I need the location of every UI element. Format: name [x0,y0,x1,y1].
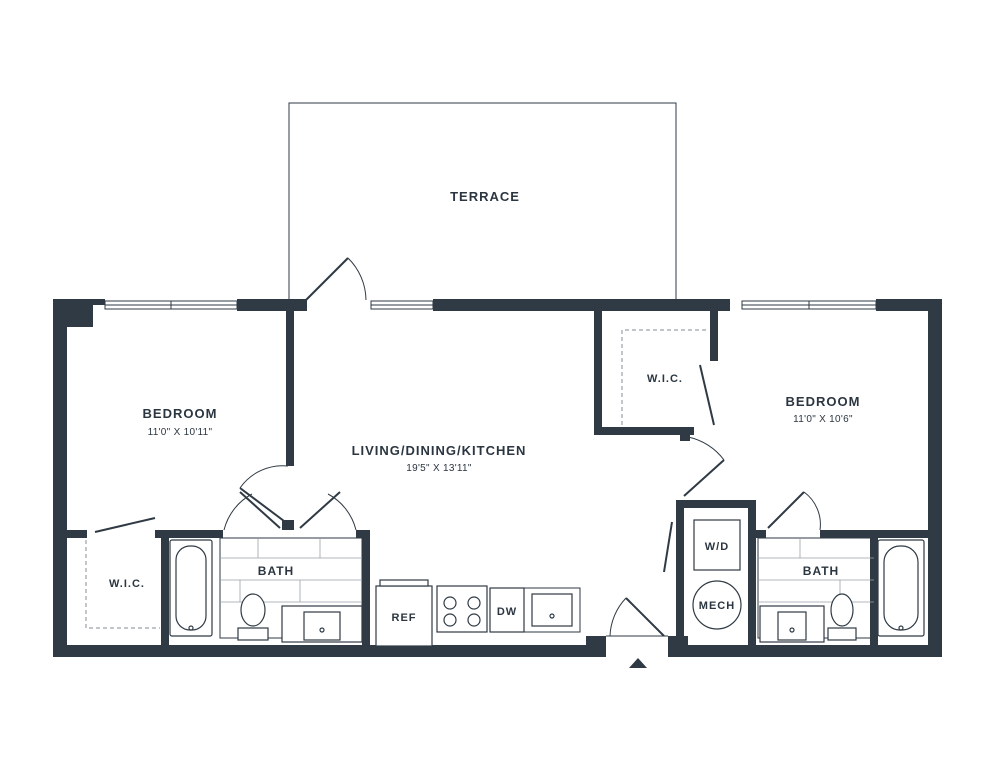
windows [104,300,877,310]
kitchen-fixtures [375,579,581,647]
terrace-outline [288,102,677,300]
bedroom-right-label: BEDROOM [786,394,861,409]
living-dimensions: 19'5" X 13'11" [406,463,472,474]
doors [94,257,821,668]
bedroom-left-dimensions: 11'0" X 10'11" [148,427,213,438]
dw-label: DW [497,606,517,618]
ref-label: REF [392,612,417,624]
laundry-mech [692,519,742,630]
wic-left-label: W.I.C. [109,578,145,590]
bath-left-fixtures [169,537,363,643]
wic-right-label: W.I.C. [647,373,683,385]
bath-right-label: BATH [803,564,839,578]
bath-left-label: BATH [258,564,294,578]
wd-label: W/D [705,541,729,553]
bedroom-left-label: BEDROOM [143,406,218,421]
terrace-label: TERRACE [450,189,520,204]
mech-label: MECH [699,600,735,612]
bath-right-fixtures [757,537,925,643]
living-label: LIVING/DINING/KITCHEN [352,443,527,458]
closet-shelves [85,329,706,629]
exterior-walls [53,299,942,657]
bedroom-right-dimensions: 11'0" X 10'6" [793,414,853,425]
room-labels: TERRACE BEDROOM 11'0" X 10'11" LIVING/DI… [109,189,861,624]
